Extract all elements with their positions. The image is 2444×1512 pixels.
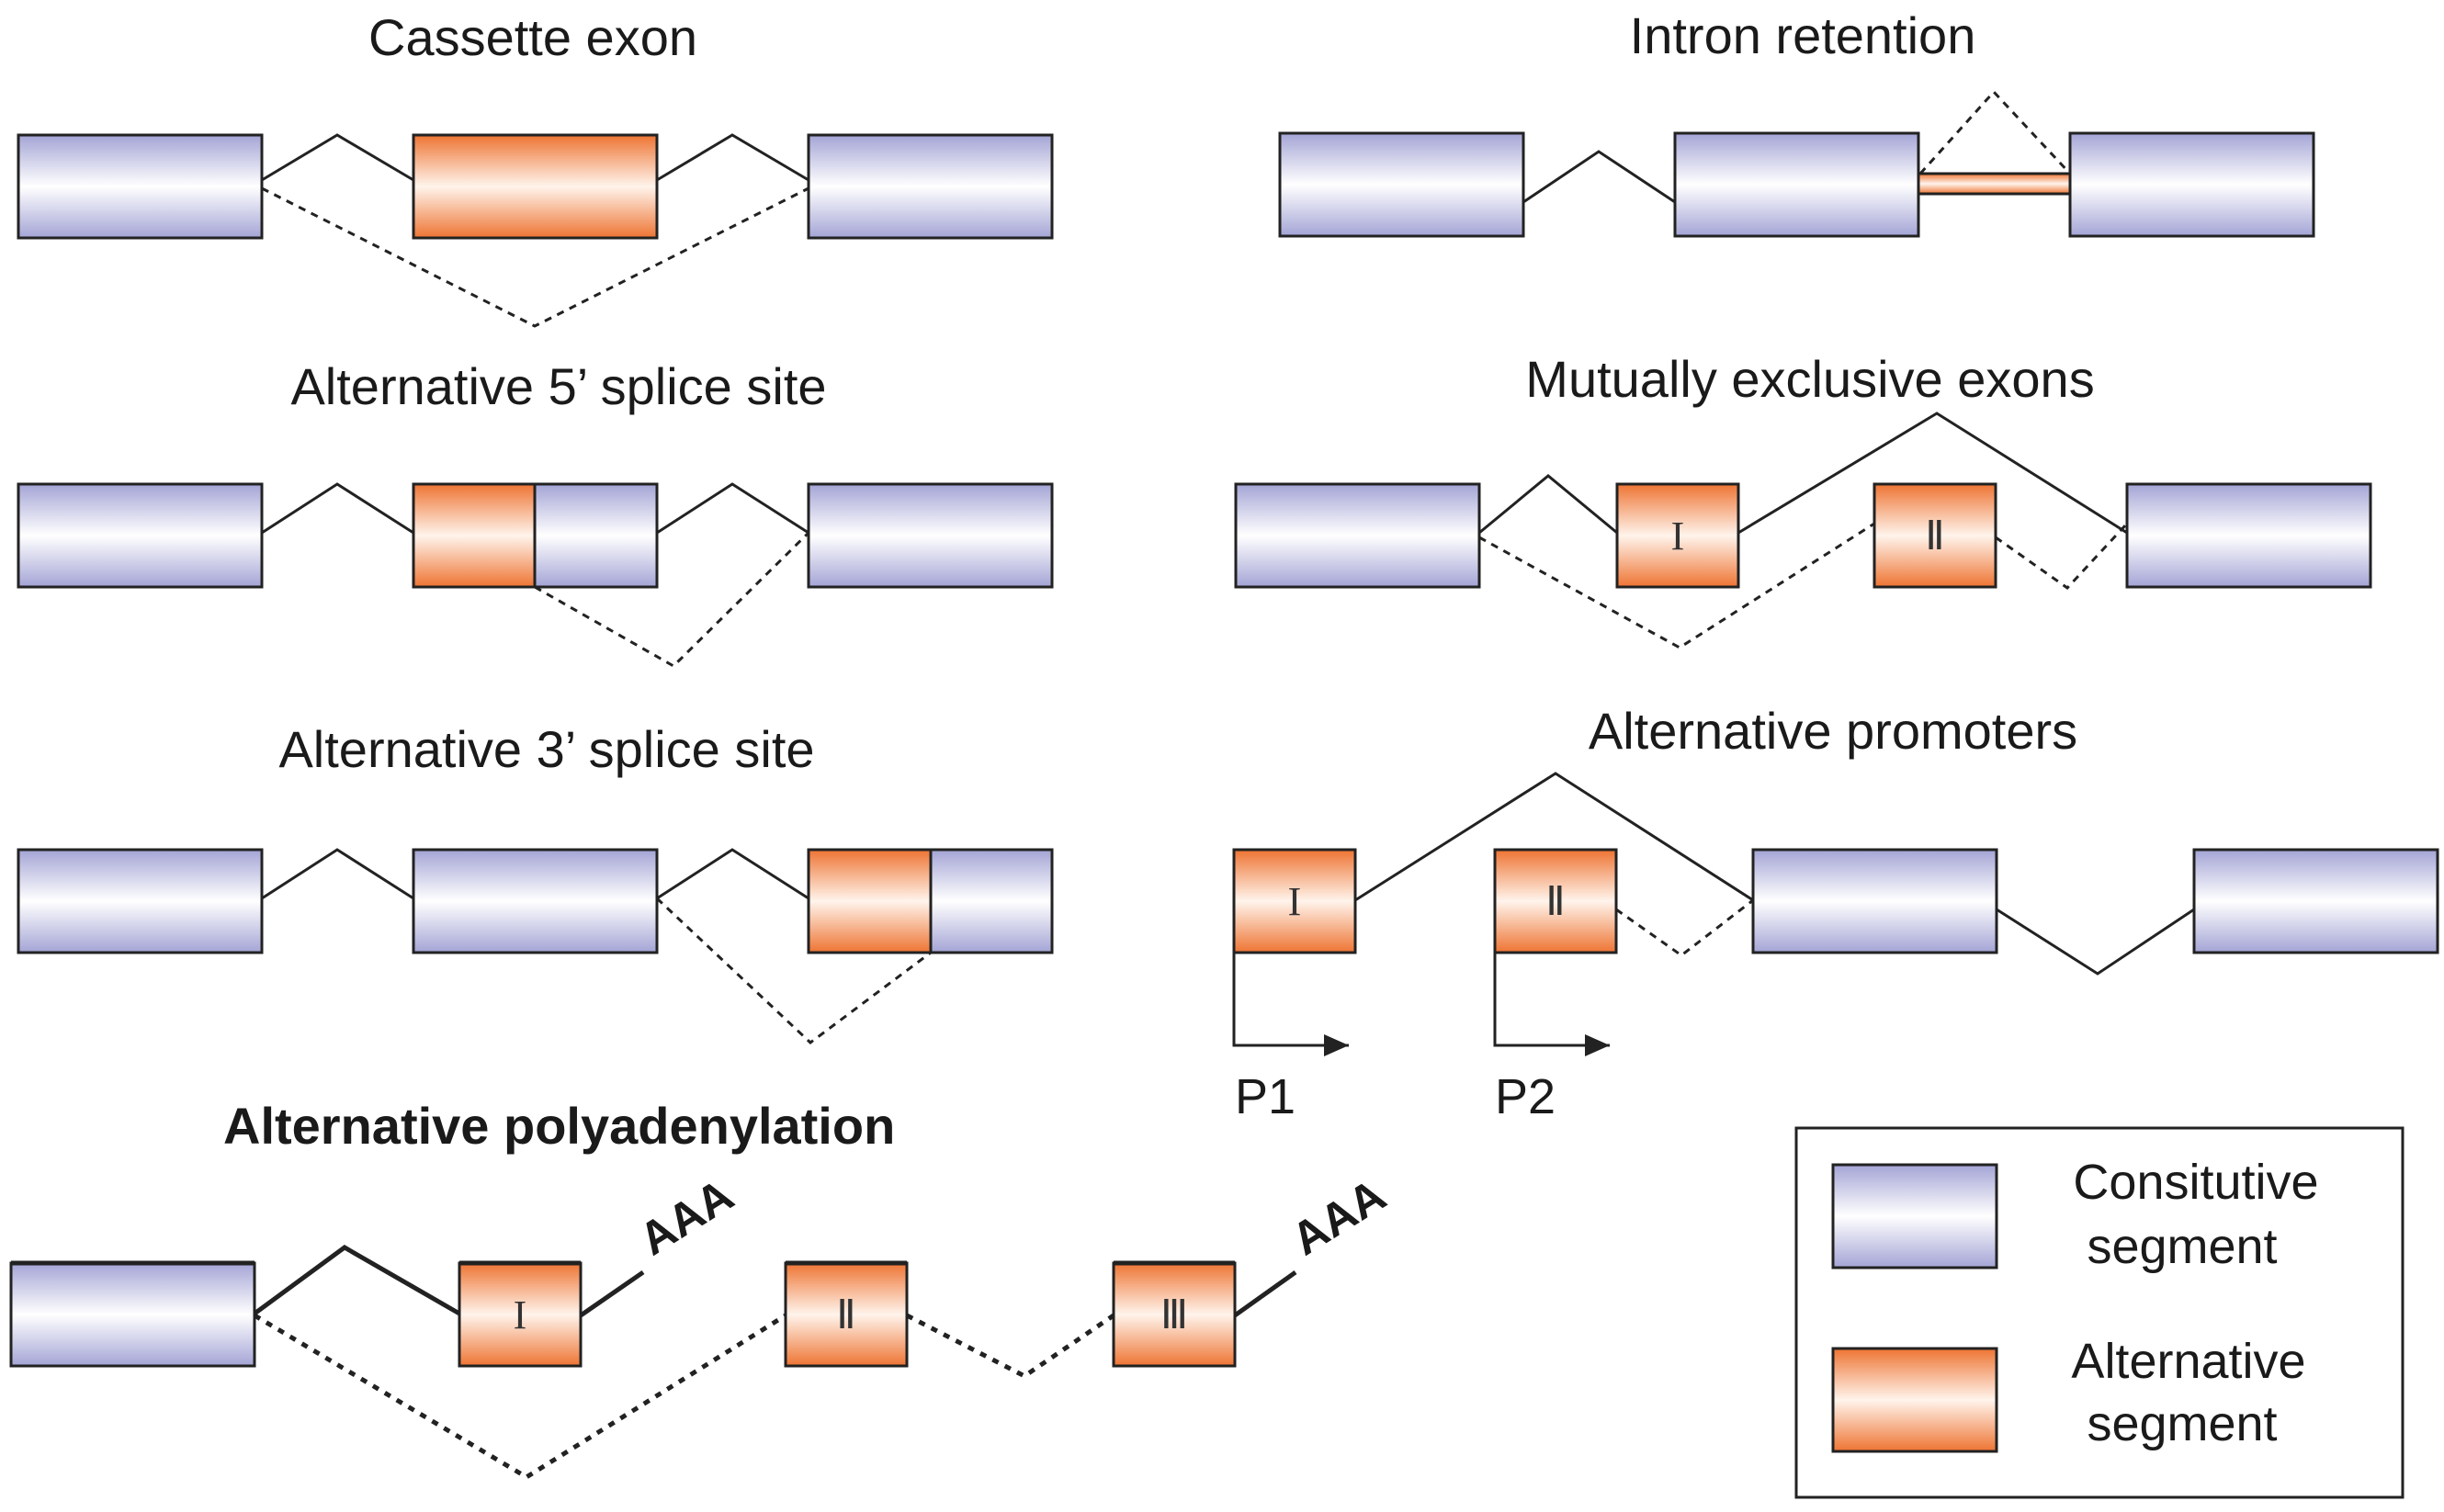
proximal-polya-tail [579,1269,645,1318]
legend-alternative-swatch [1831,1347,1998,1453]
constitutive-exon [807,133,1054,240]
legend-constitutive-swatch [1831,1163,1998,1269]
mutually-exclusive-title: Mutually exclusive exons [1525,350,2094,408]
promoter-2-label: P2 [1495,1069,1556,1124]
constitutive-exon [2068,131,2315,238]
promoter-1-arrow [1232,953,1349,1056]
exon-1-inclusion-junction [1478,474,1618,535]
promoter-exon-2 [1493,848,1618,954]
constitutive-exon [412,848,659,954]
intron-excision-junction [1918,89,2072,175]
constitutive-exon [1673,131,1920,238]
constitutive-exon [1234,482,1481,589]
alternative-promoters-title: Alternative promoters [1589,702,2077,760]
retained-intron [1917,172,2072,196]
exon-2-inclusion-junction [1478,522,1875,649]
distal-junction [905,1313,1115,1379]
legend-constitutive-label-2: segment [2087,1219,2277,1274]
panel-alternative-promoters: Alternative promoters I Ⅱ P1 P2 [1232,702,2439,1124]
splice-junction [1996,908,2195,976]
alternative-exon [412,133,659,240]
proximal-junction [253,1245,461,1316]
proximal-polya-label: AAA [630,1168,742,1265]
exon-2-label: Ⅱ [1545,879,1566,924]
alternative-segment [807,848,933,954]
constitutive-exon [9,1261,256,1368]
constitutive-exon [17,482,264,589]
splice-junction [1522,150,1676,204]
legend-constitutive-label: Consitutive [2073,1155,2318,1210]
exon-1-label: I [1288,879,1302,924]
inclusion-junction [656,133,809,182]
panel-intron-retention: Intron retention [1278,6,2315,238]
panel-alternative-polyadenylation: Alternative polyadenylation I Ⅱ Ⅲ AAA AA… [9,1097,1395,1480]
splice-junction [261,482,414,535]
constitutive-exon [2192,848,2439,954]
exon-1-label: I [514,1292,527,1337]
panel-cassette-exon: Cassette exon [17,8,1054,328]
exon-1-inclusion-junction [1737,412,2128,535]
promoter-2-junction [1615,898,1754,957]
exon-2-label: Ⅱ [1925,513,1945,559]
constitutive-exon [807,482,1054,589]
mutually-exclusive-exon-1 [1615,482,1740,589]
constitutive-exon [2125,482,2372,589]
exon-3-label: Ⅲ [1160,1292,1188,1337]
panel-mutually-exclusive-exons: Mutually exclusive exons I Ⅱ [1234,350,2372,649]
inclusion-junction [261,133,414,182]
constitutive-segment [929,848,1054,954]
constitutive-exon [1751,848,1998,954]
legend-alternative-label-2: segment [2087,1396,2277,1451]
splice-junction [656,482,809,535]
distal-polya-label: AAA [1283,1168,1395,1265]
constitutive-exon [17,133,264,240]
alt3-title: Alternative 3’ splice site [278,720,814,778]
alt5-title: Alternative 5’ splice site [290,357,826,415]
promoter-exon-1 [1232,848,1357,954]
polyadenylation-exon-2 [784,1261,909,1368]
constitutive-exon [17,848,264,954]
skipping-junction [261,186,809,328]
alternative-3-junction [655,897,932,1044]
exon-2-inclusion-junction [1995,522,2129,590]
exon-1-label: I [1671,513,1685,559]
distal-polya-tail [1233,1269,1297,1318]
promoter-1-label: P1 [1235,1069,1296,1124]
legend: Consitutive segment Alternative segment [1794,1126,2404,1499]
alternative-segment [412,482,537,589]
exon-2-label: Ⅱ [836,1292,856,1337]
mutually-exclusive-exon-2 [1873,482,1997,589]
splice-junction [656,848,809,900]
constitutive-exon [1278,131,1525,238]
promoter-1-junction [1354,772,1754,902]
splice-junction [261,848,414,900]
constitutive-segment [533,482,659,589]
legend-alternative-label: Alternative [2071,1334,2305,1389]
polyadenylation-title: Alternative polyadenylation [223,1097,895,1155]
panel-alternative-3-splice-site: Alternative 3’ splice site [17,720,1054,1044]
cassette-exon-title: Cassette exon [368,8,697,66]
panel-alternative-5-splice-site: Alternative 5’ splice site [17,357,1054,668]
intron-retention-title: Intron retention [1630,6,1976,64]
promoter-2-arrow [1493,953,1610,1056]
